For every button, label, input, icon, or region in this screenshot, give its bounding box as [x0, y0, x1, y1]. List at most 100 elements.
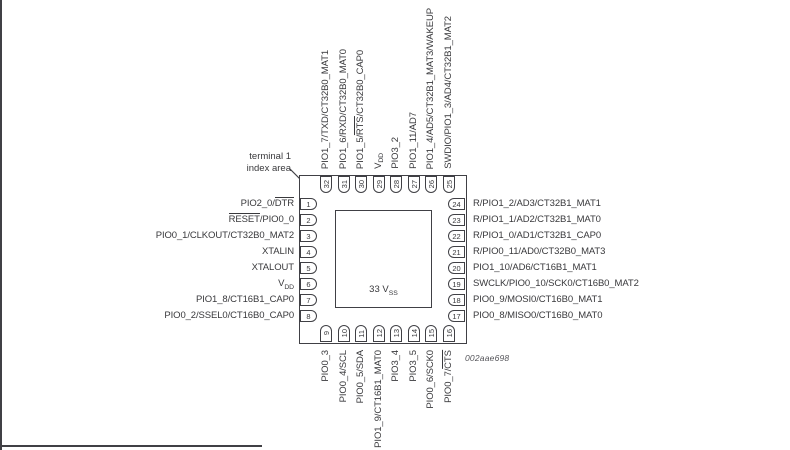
- overline: RTS: [354, 116, 366, 135]
- pin-10-label: PIO0_4/SCL: [338, 350, 349, 403]
- overline: CTS: [442, 350, 454, 369]
- pin-8-number: 8: [306, 311, 311, 321]
- pin-30-number: 30: [356, 180, 366, 189]
- pin-22: 22: [448, 230, 465, 242]
- pin-20-number: 20: [452, 263, 461, 273]
- pin-23-number: 23: [452, 215, 461, 225]
- pin-24-number: 24: [452, 199, 461, 209]
- pin-23: 23: [448, 214, 465, 226]
- subscript: DD: [377, 153, 385, 163]
- pin-27-number: 27: [409, 180, 419, 189]
- pin-6: 6: [300, 278, 317, 290]
- pin-7: 7: [300, 294, 317, 306]
- pin-26-label: PIO1_4/AD5/CT32B1_MAT3/WAKEUP: [425, 7, 436, 169]
- pin-21-number: 21: [452, 247, 461, 257]
- pin-8: 8: [300, 310, 317, 322]
- pin-28-label: PIO3_2: [390, 137, 401, 169]
- pin-5-label: XTALOUT: [251, 262, 295, 273]
- pin-16-label: PIO0_7/CTS: [442, 350, 454, 403]
- pin-4-label: XTALIN: [262, 246, 294, 257]
- pin-27: 27: [408, 176, 420, 193]
- pin-30-label: PIO1_5/RTS/CT32B0_CAP0: [354, 49, 366, 169]
- overline: DTR: [274, 197, 294, 209]
- pin-29: 29: [373, 176, 385, 193]
- pin-25: 25: [443, 176, 455, 193]
- pin-11: 11: [355, 325, 367, 342]
- pin-10: 10: [338, 325, 350, 342]
- pin-27-label: PIO1_11/AD7: [408, 112, 419, 169]
- pin-22-number: 22: [452, 231, 461, 241]
- pin-14-number: 14: [409, 329, 419, 338]
- pin-29-number: 29: [374, 180, 384, 189]
- pin-3-label: PIO0_1/CLKOUT/CT32B0_MAT2: [155, 230, 294, 241]
- pin-11-label: PIO0_5/SDA: [355, 350, 366, 404]
- pin-24-label: R/PIO1_2/AD3/CT32B1_MAT1: [473, 198, 601, 209]
- pin-17-number: 17: [452, 311, 461, 321]
- pin-23-label: R/PIO1_1/AD2/CT32B1_MAT0: [473, 214, 601, 225]
- pin-25-label: SWDIO/PIO1_3/AD4/CT32B1_MAT2: [443, 16, 454, 169]
- pin-28: 28: [390, 176, 402, 193]
- terminal-index-note-line1: terminal 1: [249, 151, 291, 162]
- subscript: DD: [284, 283, 294, 291]
- pin-18-number: 18: [452, 295, 461, 305]
- exposed-center-pad: [335, 210, 432, 308]
- terminal-index-note-line2: index area: [246, 163, 291, 174]
- pin-13-number: 13: [391, 329, 401, 338]
- exposed-pad-label: 33 VSS: [369, 284, 398, 297]
- page-border-left: [0, 0, 2, 450]
- pin-17: 17: [448, 310, 465, 322]
- pin-19-number: 19: [452, 279, 461, 289]
- pin-29-label: VDD: [373, 153, 385, 169]
- pin-7-number: 7: [306, 295, 311, 305]
- pin-18-label: PIO0_9/MOSI0/CT16B0_MAT1: [473, 294, 603, 305]
- pin-26-number: 26: [426, 180, 436, 189]
- pin-5-number: 5: [306, 263, 311, 273]
- pin-15-number: 15: [426, 329, 436, 338]
- pin-30: 30: [355, 176, 367, 193]
- pin-21: 21: [448, 246, 465, 258]
- pin-22-label: R/PIO1_0/AD1/CT32B1_CAP0: [473, 230, 602, 241]
- pin-32: 32: [320, 176, 332, 193]
- pin-20-label: PIO1_10/AD6/CT16B1_MAT1: [473, 262, 597, 273]
- pin-24: 24: [448, 198, 465, 210]
- pin-9-label: PIO0_3: [320, 350, 331, 382]
- page-border-bottom: [0, 445, 262, 447]
- pin-32-label: PIO1_7/TXD/CT32B0_MAT1: [320, 49, 331, 169]
- overline: RESET: [228, 213, 260, 225]
- pin-5: 5: [300, 262, 317, 274]
- pin-15: 15: [425, 325, 437, 342]
- pin-16-number: 16: [444, 329, 454, 338]
- pin-19: 19: [448, 278, 465, 290]
- subscript: SS: [388, 289, 398, 297]
- pin-11-number: 11: [356, 329, 366, 338]
- pin-13: 13: [390, 325, 402, 342]
- pin-10-number: 10: [339, 329, 349, 338]
- pin-9-number: 9: [321, 331, 331, 336]
- pin-2-number: 2: [306, 215, 311, 225]
- pin-16: 16: [443, 325, 455, 342]
- terminal-index-note: terminal 1 index area: [247, 151, 291, 175]
- pin-6-label: VDD: [278, 278, 294, 291]
- pin-21-label: R/PIO0_11/AD0/CT32B0_MAT3: [473, 246, 606, 257]
- pin-32-number: 32: [321, 180, 331, 189]
- pin-17-label: PIO0_8/MISO0/CT16B0_MAT0: [473, 310, 603, 321]
- pin-1-number: 1: [306, 199, 311, 209]
- pin-9: 9: [320, 325, 332, 342]
- pin-3-number: 3: [306, 231, 311, 241]
- pin-2: 2: [300, 214, 317, 226]
- pin-4-number: 4: [306, 247, 311, 257]
- pin-12-number: 12: [374, 329, 384, 338]
- pin-3: 3: [300, 230, 317, 242]
- pin-31-number: 31: [339, 180, 349, 189]
- pin-14: 14: [408, 325, 420, 342]
- figure-id: 002aae698: [465, 353, 510, 363]
- pin-12-label: PIO1_9/CT16B1_MAT0: [373, 350, 384, 448]
- pin-25-number: 25: [444, 180, 454, 189]
- pin-15-label: PIO0_6/SCK0: [425, 350, 436, 409]
- pin-12: 12: [373, 325, 385, 342]
- pin-1-label: PIO2_0/DTR: [240, 197, 294, 209]
- pin-7-label: PIO1_8/CT16B1_CAP0: [195, 294, 294, 305]
- pin-18: 18: [448, 294, 465, 306]
- pin-14-label: PIO3_5: [408, 350, 419, 382]
